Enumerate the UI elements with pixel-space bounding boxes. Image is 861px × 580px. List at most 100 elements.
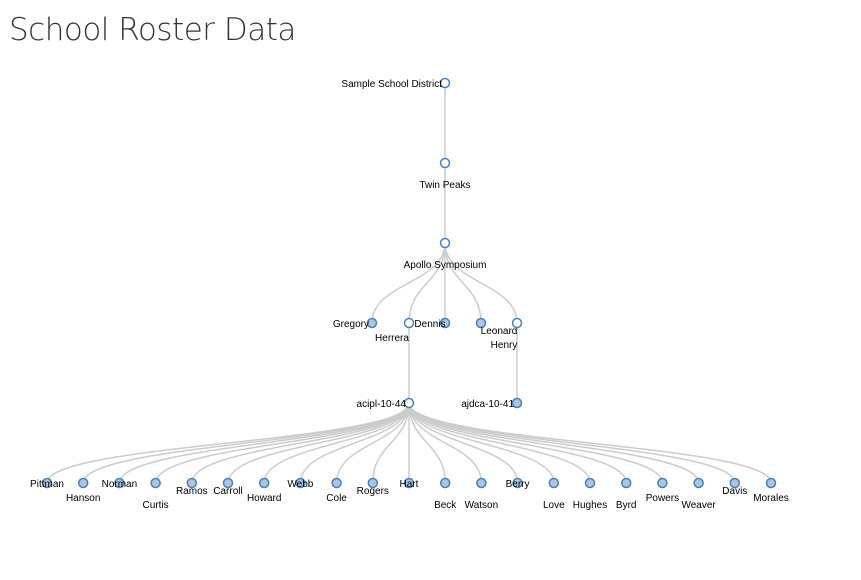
node-circle-icon[interactable] bbox=[331, 477, 342, 489]
tree-node-ramos[interactable]: Ramos bbox=[176, 477, 208, 498]
node-label: Carroll bbox=[213, 486, 242, 497]
node-label: Hart bbox=[400, 479, 419, 490]
node-circle-icon[interactable] bbox=[620, 477, 632, 489]
node-circle-icon[interactable] bbox=[186, 477, 198, 489]
node-circle-icon[interactable] bbox=[548, 477, 560, 489]
node-circle-icon[interactable] bbox=[77, 477, 89, 489]
node-circle-icon[interactable] bbox=[403, 397, 415, 409]
tree-node-rogers[interactable]: Rogers bbox=[357, 477, 389, 498]
node-circle-icon[interactable] bbox=[511, 317, 523, 329]
node-label: Hughes bbox=[573, 500, 607, 511]
tree-node-hanson[interactable]: Hanson bbox=[66, 477, 100, 505]
node-label: Curtis bbox=[143, 500, 169, 511]
node-label: Ramos bbox=[176, 486, 208, 497]
node-label: Beck bbox=[434, 500, 457, 511]
tree-node-ajdca-10-41[interactable]: ajdca-10-41 bbox=[461, 397, 523, 411]
tree-node-twin-peaks[interactable]: Twin Peaks bbox=[419, 157, 471, 192]
tree-node-carroll[interactable]: Carroll bbox=[213, 477, 243, 498]
node-circle-icon[interactable] bbox=[41, 477, 53, 489]
node-circle-icon[interactable] bbox=[511, 397, 523, 409]
node-label: Berry bbox=[506, 479, 530, 490]
node-circle-icon[interactable] bbox=[439, 237, 451, 249]
node-label: Pittman bbox=[30, 479, 64, 490]
link-acipl-10-44-to-carroll bbox=[227, 402, 410, 484]
tree-node-henry[interactable]: Henry bbox=[491, 317, 523, 352]
node-label: Norman bbox=[102, 479, 138, 490]
link-acipl-10-44-to-webb bbox=[299, 402, 410, 484]
node-label: Dennis bbox=[414, 319, 445, 330]
node-label: Davis bbox=[722, 486, 747, 497]
node-label: Powers bbox=[646, 493, 679, 504]
tree-node-sample-school-district[interactable]: Sample School District bbox=[341, 77, 451, 91]
tree-node-apollo-symposium[interactable]: Apollo Symposium bbox=[404, 237, 487, 272]
link-apollo-symposium-to-gregory bbox=[371, 242, 446, 324]
link-acipl-10-44-to-davis bbox=[408, 402, 736, 484]
node-circle-icon[interactable] bbox=[367, 477, 379, 489]
tree-node-leonard[interactable]: Leonard bbox=[475, 317, 518, 338]
node-circle-icon[interactable] bbox=[295, 477, 306, 489]
tree-node-howard[interactable]: Howard bbox=[247, 477, 281, 505]
node-label: Webb bbox=[287, 479, 313, 490]
link-acipl-10-44-to-love bbox=[408, 402, 555, 484]
tree-node-love[interactable]: Love bbox=[543, 477, 565, 512]
tree-node-dennis[interactable]: Dennis bbox=[414, 317, 451, 331]
node-circle-icon[interactable] bbox=[512, 477, 523, 489]
tree-node-berry[interactable]: Berry bbox=[506, 477, 530, 491]
node-circle-icon[interactable] bbox=[439, 77, 451, 89]
tree-node-webb[interactable]: Webb bbox=[287, 477, 314, 491]
node-circle-icon[interactable] bbox=[114, 477, 125, 489]
node-label: ajdca-10-41 bbox=[461, 399, 514, 410]
node-circle-icon[interactable] bbox=[439, 477, 451, 489]
node-label: acipl-10-44 bbox=[357, 399, 407, 410]
link-acipl-10-44-to-hanson bbox=[82, 402, 410, 484]
tree-node-davis[interactable]: Davis bbox=[722, 477, 747, 498]
node-circle-icon[interactable] bbox=[439, 157, 451, 169]
tree-node-weaver[interactable]: Weaver bbox=[681, 477, 716, 512]
tree-node-powers[interactable]: Powers bbox=[646, 477, 679, 505]
node-circle-icon[interactable] bbox=[403, 477, 415, 489]
node-label: Apollo Symposium bbox=[404, 260, 487, 271]
tree-node-watson[interactable]: Watson bbox=[465, 477, 499, 512]
node-label: Gregory bbox=[333, 319, 369, 330]
tree-node-hughes[interactable]: Hughes bbox=[573, 477, 607, 512]
node-label: Watson bbox=[465, 500, 499, 511]
node-label: Henry bbox=[491, 340, 518, 351]
node-circle-icon[interactable] bbox=[403, 317, 415, 329]
node-circle-icon[interactable] bbox=[366, 317, 378, 329]
link-apollo-symposium-to-herrera bbox=[408, 242, 446, 324]
node-circle-icon[interactable] bbox=[765, 477, 777, 489]
tree-node-norman[interactable]: Norman bbox=[102, 477, 138, 491]
link-acipl-10-44-to-morales bbox=[408, 402, 772, 484]
tree-node-acipl-10-44[interactable]: acipl-10-44 bbox=[357, 397, 415, 411]
tree-node-morales[interactable]: Morales bbox=[753, 477, 789, 505]
tree-node-byrd[interactable]: Byrd bbox=[616, 477, 637, 512]
link-acipl-10-44-to-cole bbox=[335, 402, 410, 484]
link-acipl-10-44-to-powers bbox=[408, 402, 664, 484]
tree-node-beck[interactable]: Beck bbox=[434, 477, 457, 512]
node-circle-icon[interactable] bbox=[258, 477, 270, 489]
tree-node-herrera[interactable]: Herrera bbox=[375, 317, 415, 345]
node-circle-icon[interactable] bbox=[439, 317, 451, 329]
tree-node-curtis[interactable]: Curtis bbox=[143, 477, 169, 512]
node-circle-icon[interactable] bbox=[729, 477, 741, 489]
tree-node-hart[interactable]: Hart bbox=[400, 477, 419, 491]
node-circle-icon[interactable] bbox=[693, 477, 704, 489]
node-circle-icon[interactable] bbox=[475, 317, 487, 329]
link-acipl-10-44-to-howard bbox=[263, 402, 410, 484]
node-label: Byrd bbox=[616, 500, 637, 511]
node-circle-icon[interactable] bbox=[657, 477, 668, 489]
node-circle-icon[interactable] bbox=[150, 477, 161, 489]
tree-node-cole[interactable]: Cole bbox=[326, 477, 347, 505]
node-label: Howard bbox=[247, 493, 281, 504]
link-apollo-symposium-to-henry bbox=[444, 242, 518, 324]
node-label: Rogers bbox=[357, 486, 389, 497]
tree-node-pittman[interactable]: Pittman bbox=[30, 477, 64, 491]
tree-node-gregory[interactable]: Gregory bbox=[333, 317, 378, 331]
node-circle-icon[interactable] bbox=[476, 477, 487, 489]
node-label: Leonard bbox=[481, 326, 518, 337]
node-circle-icon[interactable] bbox=[222, 477, 234, 489]
node-circle-icon[interactable] bbox=[584, 477, 596, 489]
node-label: Herrera bbox=[375, 333, 409, 344]
